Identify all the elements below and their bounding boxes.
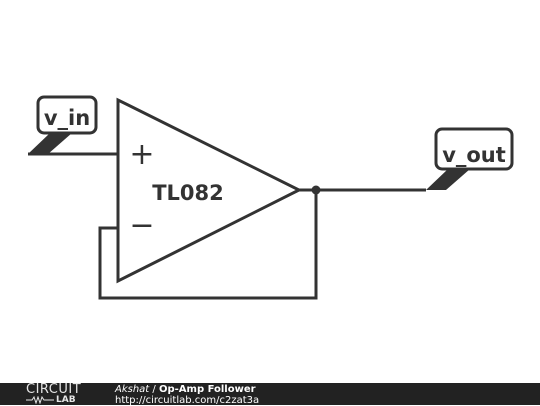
circuit-url[interactable]: http://circuitlab.com/c2zat3a <box>115 395 260 406</box>
meta-separator: / <box>149 384 159 395</box>
output-label: v_out <box>442 143 506 167</box>
op-amp-triangle <box>116 97 303 284</box>
output-label-pointer <box>426 169 470 190</box>
circuit-meta: Akshat / Op-Amp Follower <box>115 384 256 395</box>
input-label-pointer <box>28 133 72 154</box>
author-name[interactable]: Akshat <box>115 384 150 395</box>
logo-text-top: CIRCUIT <box>26 382 82 397</box>
input-label-box <box>36 95 98 135</box>
logo-text-bottom: LAB <box>56 395 76 405</box>
plus-sign: + <box>129 137 154 172</box>
circuit-title[interactable]: Op-Amp Follower <box>158 384 256 395</box>
feedback-wire <box>98 190 318 300</box>
junction-dot <box>311 185 321 195</box>
input-label: v_in <box>44 106 90 130</box>
footer-bar: CIRCUIT LAB Akshat / Op-Amp Follower htt… <box>0 383 540 406</box>
output-label-box <box>434 127 514 171</box>
op-amp-label: TL082 <box>152 181 224 205</box>
minus-sign: − <box>129 208 154 243</box>
resistor-wave-icon <box>26 396 54 404</box>
circuitlab-logo: CIRCUIT LAB <box>26 383 96 405</box>
